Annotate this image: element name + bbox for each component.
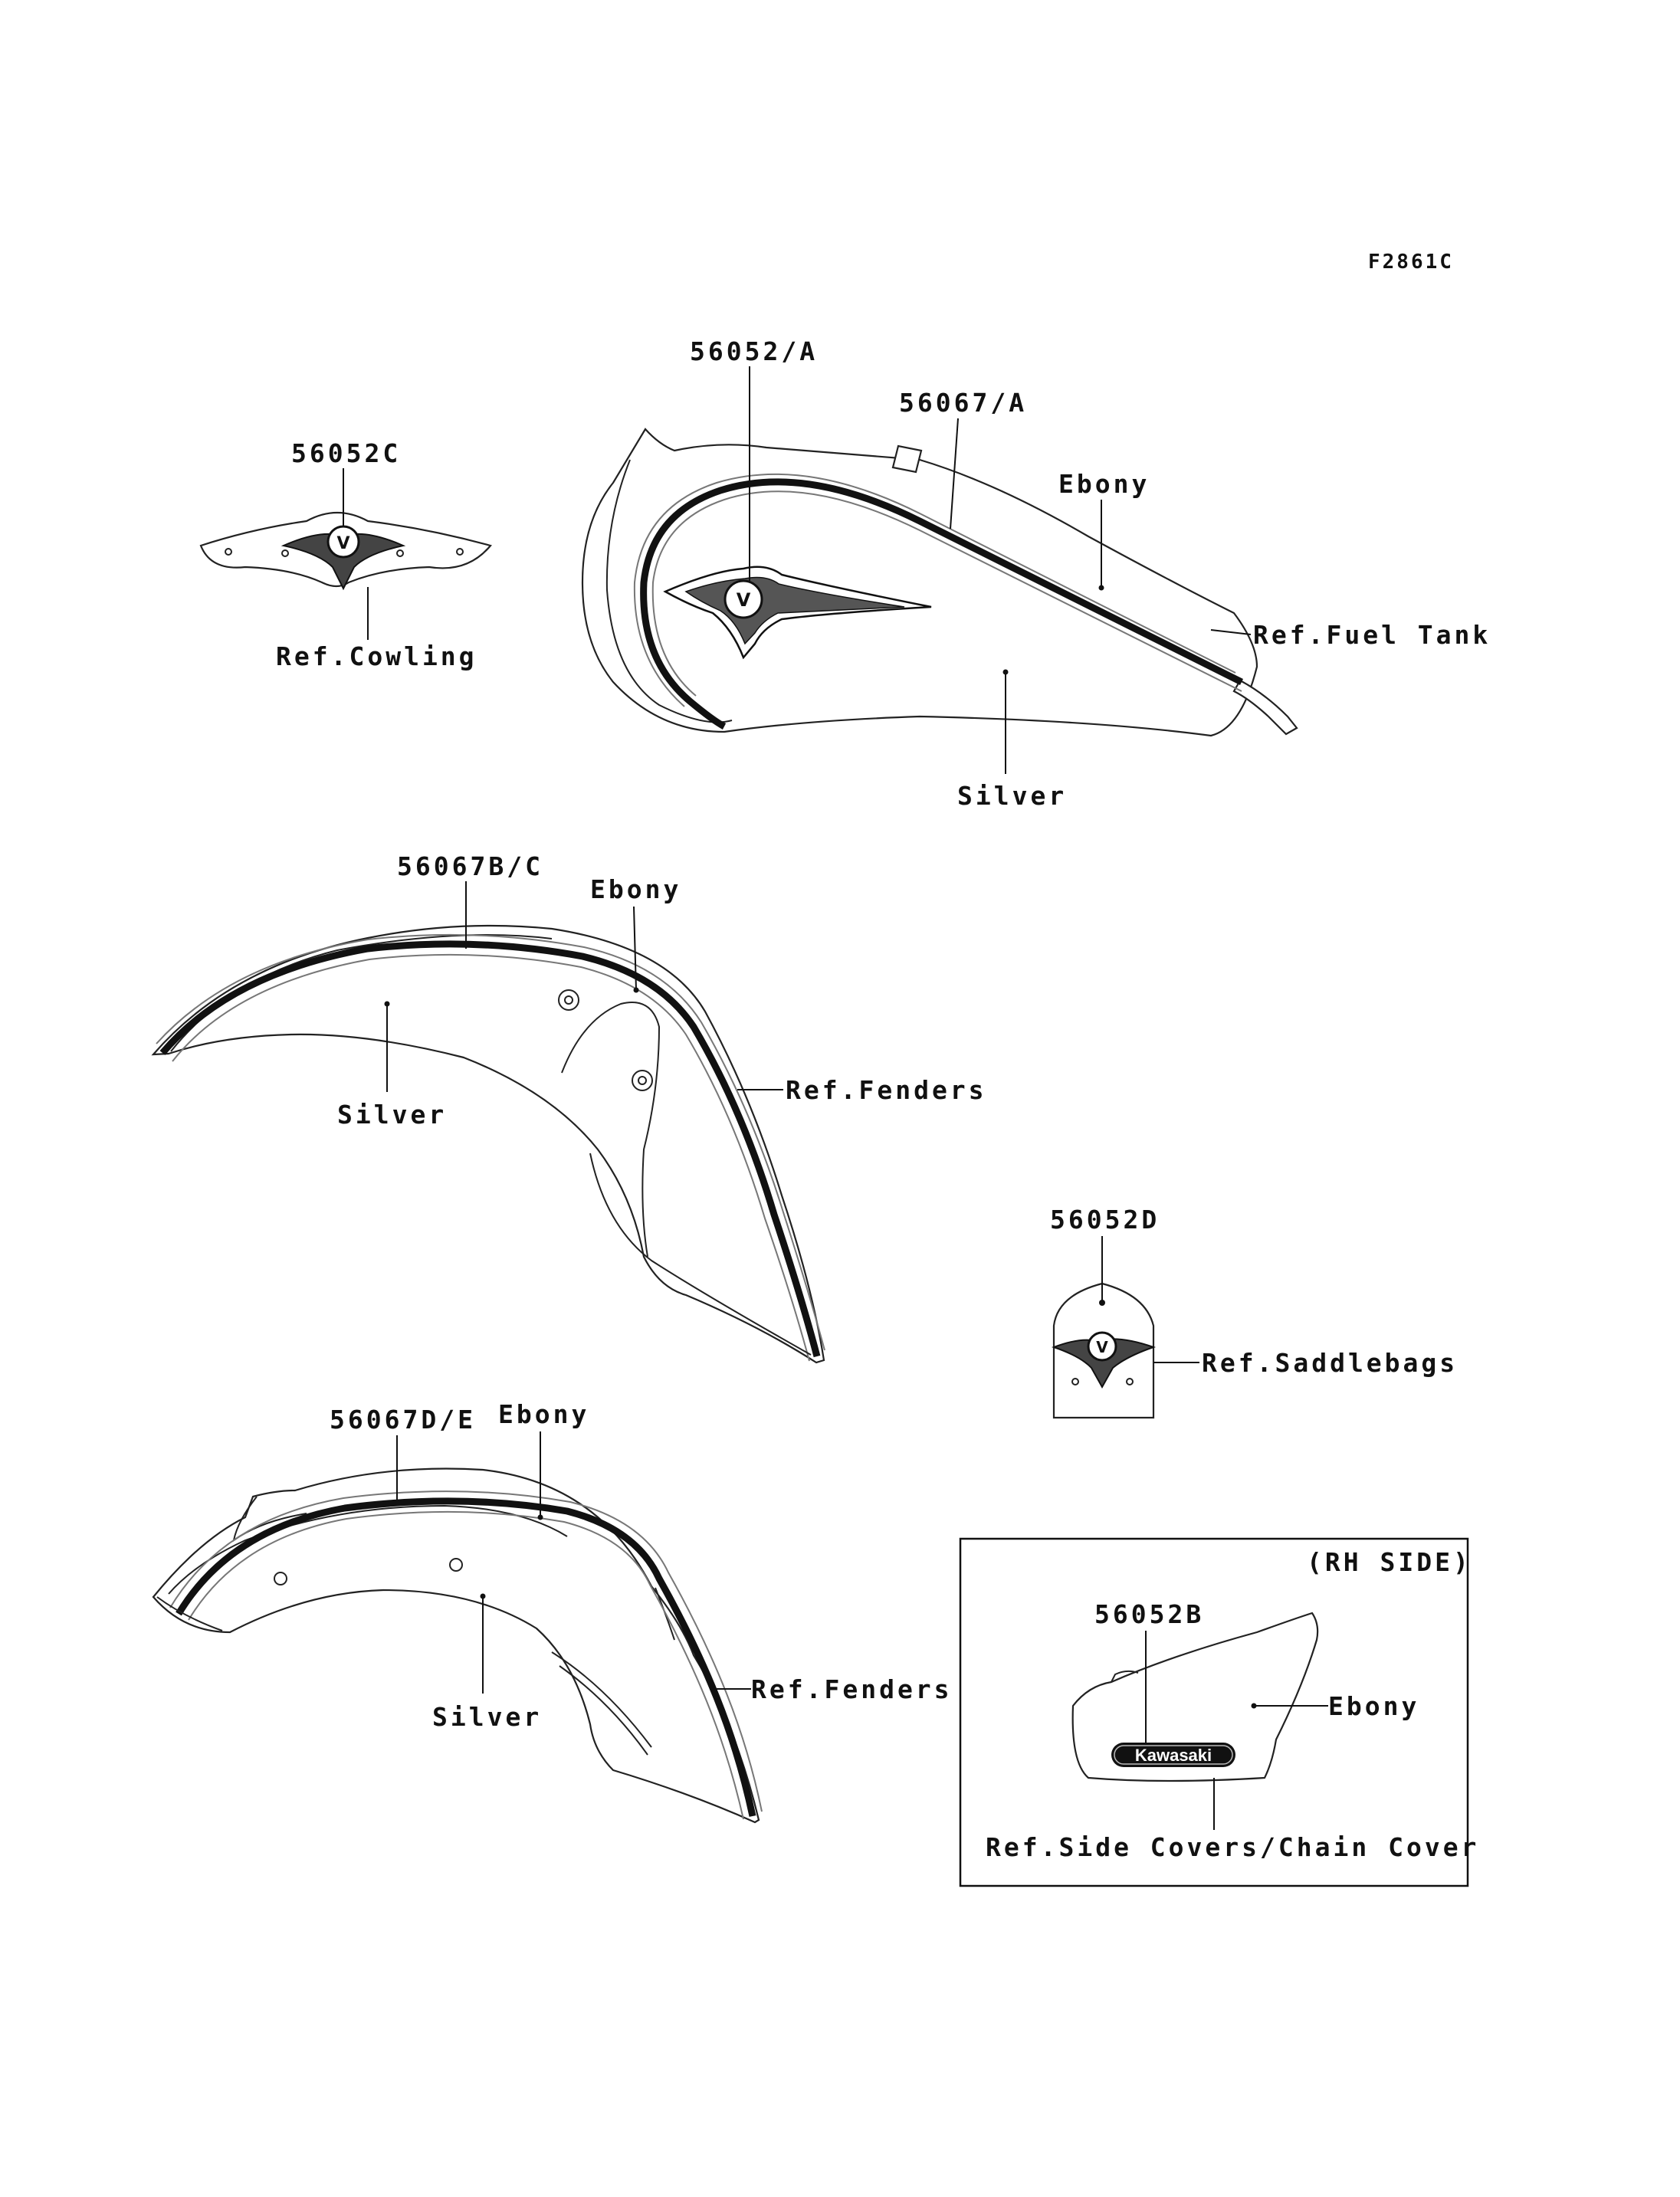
rear-fender-color-upper: Ebony	[498, 1399, 589, 1429]
saddlebag-emblem: V	[1052, 1331, 1157, 1389]
front-fender-bolt-1	[558, 989, 579, 1011]
fuel-cap	[891, 444, 923, 474]
fuel-tank-outline	[581, 428, 1258, 737]
rear-fender-part-number: 56067D/E	[330, 1405, 476, 1435]
side-cover-color: Ebony	[1328, 1691, 1419, 1721]
side-cover-side-note: (RH SIDE)	[1307, 1547, 1472, 1577]
front-fender-fork-opening	[561, 1002, 661, 1258]
saddlebag-part-number: 56052D	[1050, 1205, 1160, 1235]
fuel-tank-emblem: V	[663, 566, 932, 660]
svg-text:V: V	[737, 589, 751, 611]
front-fender-color-lower: Silver	[337, 1100, 447, 1130]
rear-fender-color-lower: Silver	[432, 1702, 542, 1732]
front-fender-outline	[151, 924, 825, 1364]
cowling-group: V 56052C Ref.Cowling	[199, 438, 492, 671]
figure-code: F2861C	[1368, 251, 1454, 274]
side-cover-ref: Ref.Side Covers/Chain Cover	[986, 1832, 1479, 1862]
fuel-tank-ref: Ref.Fuel Tank	[1253, 620, 1491, 650]
fuel-tank-stripe-part-number: 56067/A	[899, 388, 1027, 418]
saddlebag-ref: Ref.Saddlebags	[1202, 1348, 1458, 1378]
rear-fender-outline	[152, 1467, 760, 1824]
kawasaki-badge: Kawasaki	[1111, 1743, 1235, 1767]
cowling-emblem: V	[281, 525, 406, 591]
fuel-tank-color-lower: Silver	[957, 781, 1067, 811]
fuel-tank-stripe	[640, 478, 1244, 730]
cowling-ref: Ref.Cowling	[276, 641, 477, 671]
rear-fender-group: 56067D/E Ebony Ref.Fenders Silver	[152, 1399, 953, 1824]
cowling-part-number: 56052C	[291, 438, 401, 468]
side-cover-part-number: 56052B	[1094, 1599, 1204, 1629]
svg-text:V: V	[1096, 1338, 1108, 1356]
kawasaki-badge-text: Kawasaki	[1135, 1746, 1212, 1765]
fuel-tank-group: V 56052/A 56067/A Ebony Ref.Fuel Tank Si…	[581, 336, 1491, 811]
rear-fender-ref: Ref.Fenders	[751, 1674, 953, 1704]
front-fender-color-upper: Ebony	[590, 874, 681, 904]
svg-text:V: V	[336, 534, 349, 553]
saddlebag-group: V 56052D Ref.Saddlebags	[1050, 1205, 1458, 1419]
side-cover-group: (RH SIDE) Kawasaki 56052B Ebony Ref.Side…	[959, 1537, 1479, 1887]
front-fender-ref: Ref.Fenders	[786, 1075, 987, 1105]
fuel-tank-emblem-part-number: 56052/A	[690, 336, 818, 366]
fuel-tank-color-upper: Ebony	[1058, 469, 1150, 499]
side-cover-frame	[959, 1537, 1469, 1887]
front-fender-group: 56067B/C Ebony Ref.Fenders Silver	[151, 851, 987, 1364]
front-fender-bolt-2	[632, 1070, 653, 1091]
front-fender-part-number: 56067B/C	[397, 851, 543, 881]
side-cover-outline	[1071, 1612, 1319, 1782]
